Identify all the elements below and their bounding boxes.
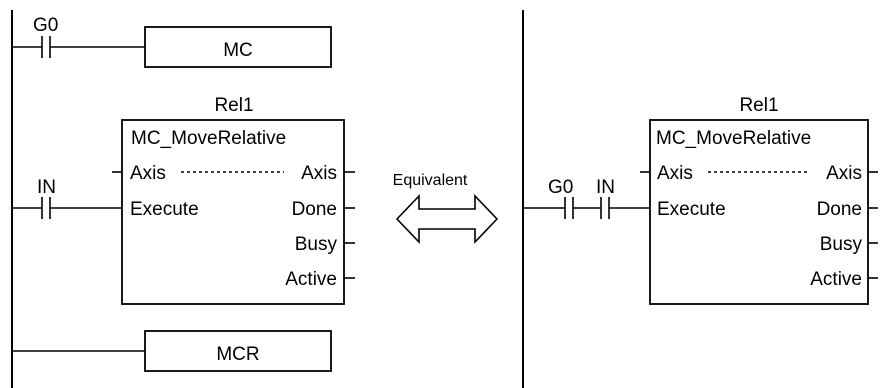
contact-in-label: IN xyxy=(37,177,56,198)
contact-g0[interactable] xyxy=(564,197,574,219)
pin-busy: Busy xyxy=(820,234,863,255)
pin-active: Active xyxy=(810,269,862,290)
contact-g0[interactable] xyxy=(41,36,51,58)
fb-instance-name: Rel1 xyxy=(739,95,778,116)
pin-axis-in: Axis xyxy=(130,163,166,184)
equivalence-indicator: Equivalent xyxy=(393,172,499,244)
pin-axis-out: Axis xyxy=(301,163,337,184)
contact-g0-label: G0 xyxy=(548,177,573,198)
fb-body[interactable] xyxy=(649,119,869,305)
right-ladder: Rel1 MC_MoveRelative Axis Axis Execute D… xyxy=(522,10,878,388)
pin-done: Done xyxy=(292,199,337,220)
rung-mcr: MCR xyxy=(12,330,332,372)
contact-in[interactable] xyxy=(41,197,51,219)
pin-execute: Execute xyxy=(130,199,199,220)
fb-rel1-left[interactable]: Rel1 MC_MoveRelative Axis Axis Execute D… xyxy=(112,95,355,305)
contact-in-label: IN xyxy=(596,177,615,198)
fb-rel1-right[interactable]: Rel1 MC_MoveRelative Axis Axis Execute D… xyxy=(640,95,878,305)
double-arrow-icon xyxy=(395,194,499,244)
fb-type-name: MC_MoveRelative xyxy=(656,128,811,149)
coil-mc-label: MC xyxy=(223,40,253,61)
pin-execute: Execute xyxy=(657,199,726,220)
rung-execute: G0 IN xyxy=(523,177,650,219)
coil-mcr-label: MCR xyxy=(216,344,259,365)
pin-axis-in: Axis xyxy=(657,163,693,184)
pin-axis-out: Axis xyxy=(826,163,862,184)
contact-g0-label: G0 xyxy=(33,15,58,36)
left-ladder: G0 MC Rel1 MC_MoveRelative Axis Axis Exe… xyxy=(11,10,355,388)
equivalence-label: Equivalent xyxy=(393,172,468,189)
pin-busy: Busy xyxy=(295,234,338,255)
rung-mc: G0 MC xyxy=(12,15,332,68)
coil-mc[interactable] xyxy=(144,26,332,68)
fb-body[interactable] xyxy=(121,119,345,305)
coil-mcr[interactable] xyxy=(144,330,332,372)
pin-active: Active xyxy=(285,269,337,290)
pin-done: Done xyxy=(817,199,862,220)
fb-type-name: MC_MoveRelative xyxy=(131,128,286,149)
rung-execute: IN xyxy=(12,177,122,219)
fb-instance-name: Rel1 xyxy=(214,95,253,116)
contact-in[interactable] xyxy=(600,197,610,219)
